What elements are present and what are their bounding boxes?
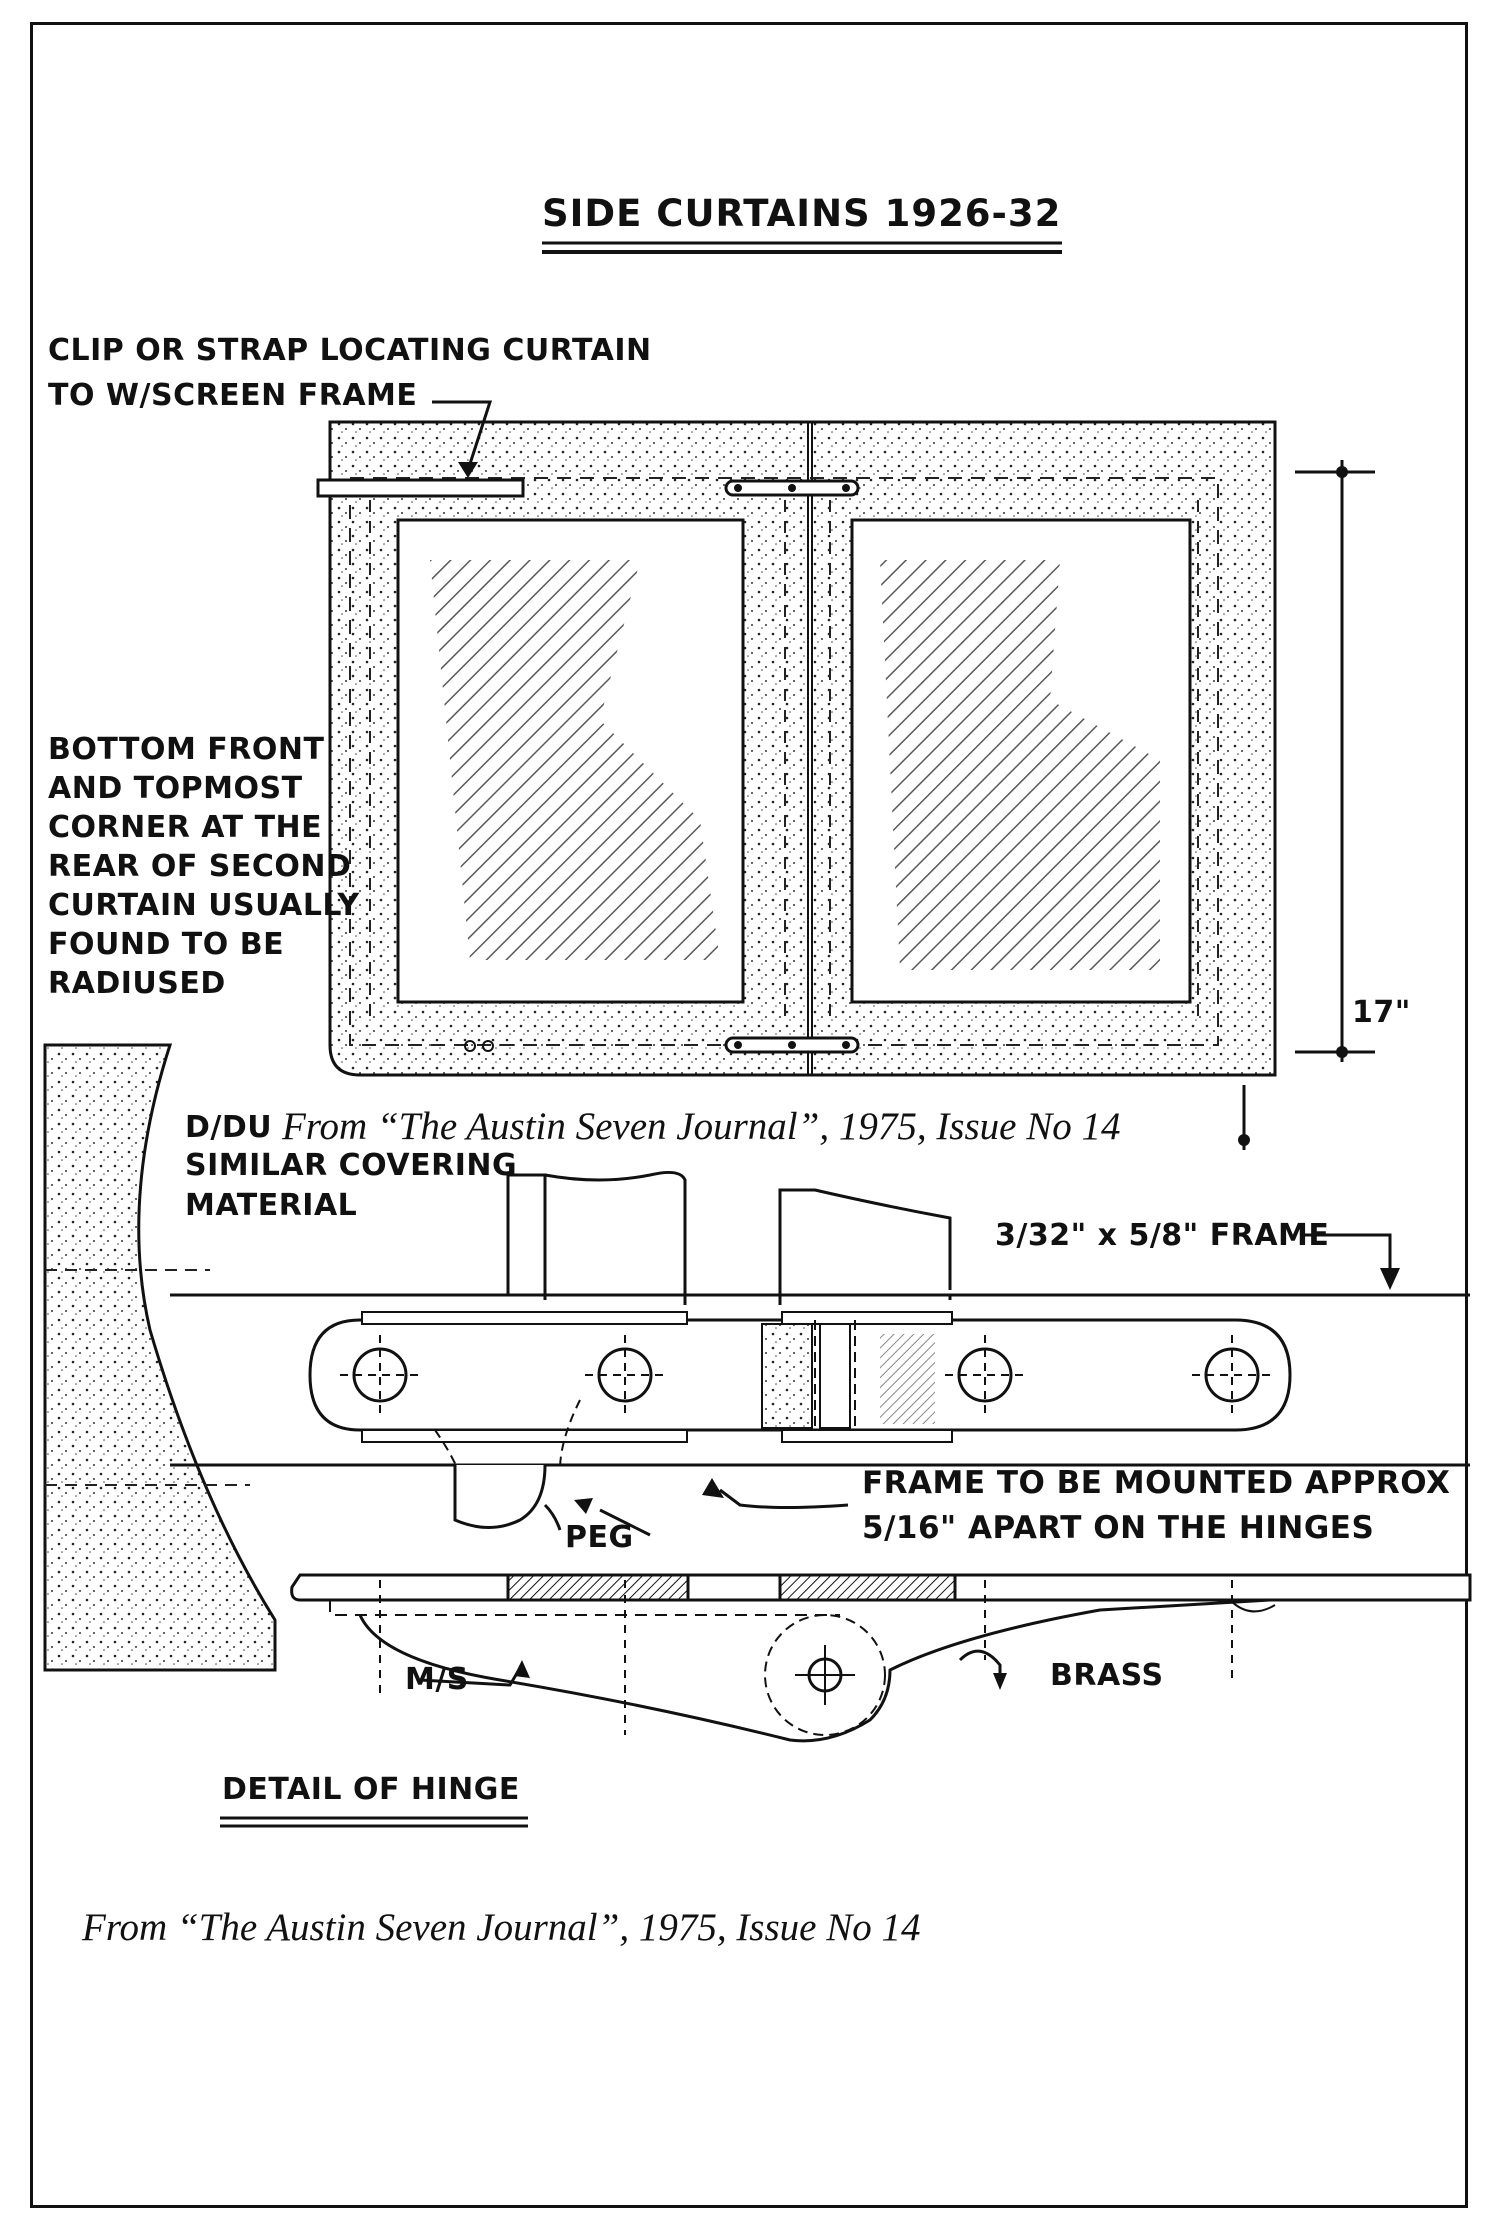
- frame-mount-label-line2: 5/16" APART ON THE HINGES: [862, 1510, 1375, 1546]
- material-label-line2: SIMILAR COVERING: [185, 1148, 518, 1183]
- frame-size-label: 3/32" x 5/8" FRAME: [995, 1218, 1330, 1253]
- peg-label: PEG: [565, 1520, 634, 1555]
- page-border: [30, 22, 1468, 2208]
- glass-hatching-right: [880, 560, 1160, 970]
- bottom-hinge-link: [724, 1036, 860, 1054]
- frame-mount-label-line1: FRAME TO BE MOUNTED APPROX: [862, 1465, 1451, 1501]
- ms-label: M/S: [405, 1662, 469, 1697]
- bottom-caption: From “The Austin Seven Journal”, 1975, I…: [82, 1906, 921, 1949]
- height-dimension-label: 17": [1352, 995, 1411, 1030]
- radius-note-line2: AND TOPMOST: [48, 771, 303, 806]
- overlay-caption: From “The Austin Seven Journal”, 1975, I…: [278, 1104, 1125, 1149]
- radius-note-line7: RADIUSED: [48, 966, 226, 1001]
- brass-label: BRASS: [1050, 1658, 1164, 1693]
- peg: [453, 1464, 562, 1531]
- radius-note-line1: BOTTOM FRONT: [48, 732, 325, 767]
- curtain-section: [43, 1043, 277, 1672]
- top-hinge-link: [724, 479, 860, 497]
- drawing-title: SIDE CURTAINS 1926-32: [542, 192, 1062, 235]
- side-curtain-panel: [316, 420, 1277, 1077]
- clip-label-line1: CLIP OR STRAP LOCATING CURTAIN: [48, 333, 652, 368]
- hinge-side-view: [290, 1573, 1472, 1743]
- radius-note-line3: CORNER AT THE: [48, 810, 323, 845]
- material-label-line1: D/DU: [185, 1110, 273, 1145]
- detail-of-hinge-label: DETAIL OF HINGE: [222, 1772, 520, 1807]
- height-dimension-line: [1238, 460, 1375, 1150]
- clip-label-line2: TO W/SCREEN FRAME: [48, 378, 418, 413]
- radius-note-line5: CURTAIN USUALLY: [48, 888, 360, 923]
- glass-hatching-left: [430, 560, 720, 960]
- clip-leader: [432, 400, 493, 471]
- radius-note-line6: FOUND TO BE: [48, 927, 285, 962]
- radius-note-line4: REAR OF SECOND: [48, 849, 352, 884]
- hinge-plate: [308, 1311, 1292, 1521]
- material-label-line3: MATERIAL: [185, 1188, 358, 1223]
